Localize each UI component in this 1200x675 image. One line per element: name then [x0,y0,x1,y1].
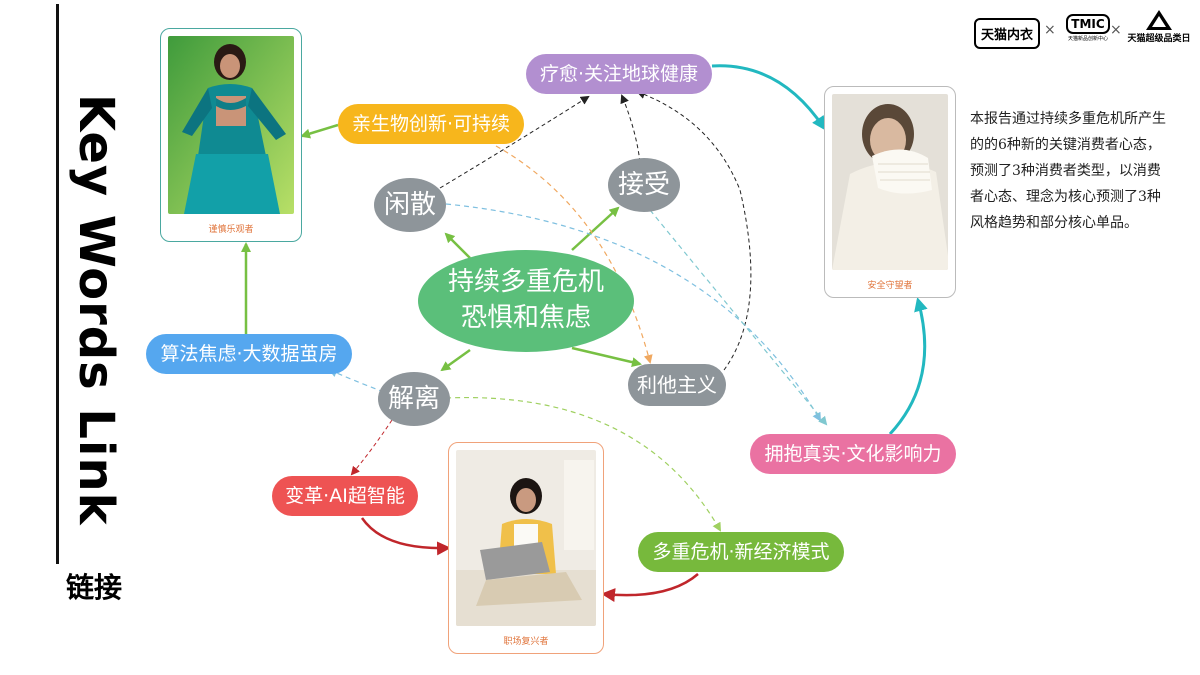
tmic-logo-mark: TMIC [1066,14,1110,34]
tmic-logo: TMIC 天猫新品创新中心 [1062,14,1114,44]
mindset-node-leisure: 闲散 [374,178,446,232]
dashed-detach-to-algorithm [328,368,385,393]
persona-label-workplace: 职场复兴者 [503,637,549,647]
persona-photo-workplace [456,450,596,626]
dashed-detach-to-economy [445,396,721,532]
mindset-node-altruism: 利他主义 [628,364,726,406]
tmic-logo-subtext: 天猫新品创新中心 [1067,36,1108,42]
persona-photo-safety [832,94,948,270]
arrow-economy-to-workplace [601,573,699,602]
dashed-detach-to-ai [350,419,393,476]
dashed-accept-to-healing [620,94,641,163]
page-subtitle: 链接 [66,571,123,604]
trend-pill-bio: 亲生物创新·可持续 [338,104,524,144]
tmall-underwear-logo: 天猫内衣 [974,18,1041,49]
persona-card-safety: 安全守望者 [824,86,956,298]
triangle-icon [1146,10,1172,30]
trend-pill-healing: 疗愈·关注地球健康 [526,54,712,94]
persona-card-cautious: 谨慎乐观者 [160,28,302,242]
arrow-center-to-altruism [571,346,642,368]
logo-separator: × [1044,22,1056,38]
report-description: 本报告通过持续多重危机所产生的的6种新的关键消费者心态，预测了3种消费者类型，以… [970,111,1166,231]
center-node-line2: 恐惧和焦虑 [460,303,591,333]
brand-logos: 天猫内衣 × TMIC 天猫新品创新中心 × 天猫超级品类日 [968,10,1192,50]
arrow-center-to-detach [440,348,471,372]
page-title-vertical: Key Words Link [68,94,124,526]
arrow-bio-to-cautious [300,123,339,139]
dashed-bio-to-altruism [495,145,653,364]
center-node-crisis: 持续多重危机 恐惧和焦虑 [418,250,634,352]
super-brand-day-logo: 天猫超级品类日 [1126,10,1192,44]
trend-pill-economy: 多重危机·新经济模式 [638,532,844,572]
title-divider-line [56,4,59,564]
mindset-node-detach: 解离 [378,372,450,426]
center-node-line1: 持续多重危机 [447,267,604,297]
mindset-node-accept: 接受 [608,158,680,212]
dashed-leisure-to-authentic [445,203,822,422]
trend-pill-algorithm: 算法焦虑·大数据茧房 [146,334,352,374]
persona-label-cautious: 谨慎乐观者 [208,225,254,235]
arrow-healing-to-safety [711,64,826,131]
trend-pill-ai: 变革·AI超智能 [272,476,418,516]
arrow-center-to-leisure [444,232,471,259]
dashed-altruism-to-healing [636,90,752,371]
persona-label-safety: 安全守望者 [867,281,913,291]
trend-pill-authentic: 拥抱真实·文化影响力 [750,434,956,474]
arrow-authentic-to-safety [888,297,928,436]
arrow-ai-to-workplace [360,517,451,556]
super-brand-day-text: 天猫超级品类日 [1127,34,1191,44]
arrow-center-to-accept [571,206,620,251]
persona-photo-cautious [168,36,294,214]
logo-separator: × [1110,22,1122,38]
dashed-leisure-to-healing [439,95,590,189]
persona-card-workplace: 职场复兴者 [448,442,604,654]
